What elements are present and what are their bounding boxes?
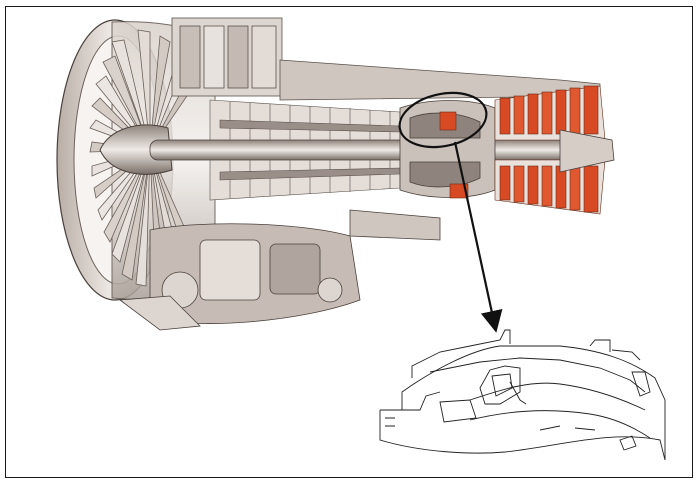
- compressor-casing-top: [171, 17, 601, 101]
- callout-arrow: [453, 141, 503, 333]
- highlight-ellipse-with-arrow-icon: [398, 91, 503, 333]
- combustor-section-line-drawing-icon: [379, 329, 666, 461]
- engine-shaft: [149, 139, 611, 161]
- turbine-section: [439, 85, 606, 215]
- turbofan-engine-cutaway-icon: [56, 17, 615, 331]
- accessory-gearbox: [118, 209, 441, 331]
- highlight-ellipse: [398, 91, 488, 149]
- exhaust-cone: [559, 129, 615, 173]
